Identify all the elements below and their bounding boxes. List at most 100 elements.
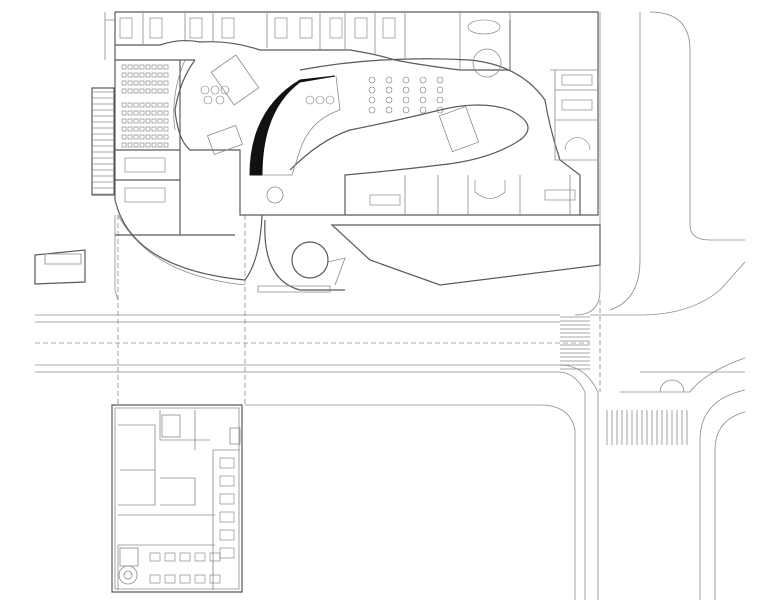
column <box>315 95 325 105</box>
desk <box>149 574 161 584</box>
desk <box>163 88 169 94</box>
desk <box>133 80 139 86</box>
desk <box>163 72 169 78</box>
office-table <box>299 17 313 39</box>
desk <box>219 457 235 469</box>
office-table <box>382 17 396 39</box>
cafe-table <box>436 106 444 114</box>
desk <box>121 102 127 108</box>
desk <box>151 102 157 108</box>
meeting-table <box>124 157 166 173</box>
desk <box>127 126 133 132</box>
desk <box>127 102 133 108</box>
desk <box>127 110 133 116</box>
desk <box>139 64 145 70</box>
desk <box>157 110 163 116</box>
meeting-table <box>561 74 593 86</box>
desk <box>145 102 151 108</box>
desk <box>133 110 139 116</box>
cafe-table <box>368 96 376 104</box>
desk <box>151 64 157 70</box>
desk <box>121 80 127 86</box>
round-table <box>564 137 591 151</box>
desk <box>139 102 145 108</box>
cafe-table <box>385 86 393 94</box>
crosswalk-south <box>606 410 688 445</box>
desk <box>139 134 145 140</box>
desk <box>139 126 145 132</box>
desk <box>179 552 191 562</box>
desk <box>133 64 139 70</box>
desk <box>127 118 133 124</box>
main-building <box>104 11 601 301</box>
cafe-table <box>368 86 376 94</box>
desk <box>133 142 139 148</box>
desk <box>151 118 157 124</box>
annex-furniture <box>149 457 235 584</box>
column <box>215 95 225 105</box>
crosswalk-north <box>560 316 590 370</box>
desk <box>133 134 139 140</box>
desk <box>209 552 221 562</box>
desk <box>194 552 206 562</box>
desk <box>151 72 157 78</box>
meeting-table <box>369 194 401 206</box>
desk <box>179 574 191 584</box>
cafe-table <box>402 76 410 84</box>
desk <box>164 552 176 562</box>
projection-lines <box>117 215 246 405</box>
exterior-stair <box>91 87 115 196</box>
desk <box>121 134 127 140</box>
desk <box>157 118 163 124</box>
desk <box>127 134 133 140</box>
desk <box>133 118 139 124</box>
desk <box>121 118 127 124</box>
desk <box>151 126 157 132</box>
column <box>325 95 335 105</box>
desk <box>127 88 133 94</box>
desk <box>209 574 221 584</box>
desk <box>151 134 157 140</box>
meeting-table <box>561 99 593 111</box>
outbuilding <box>34 249 86 285</box>
desk <box>163 142 169 148</box>
desk <box>139 142 145 148</box>
desk <box>145 134 151 140</box>
meeting-table <box>124 187 166 203</box>
column <box>210 85 220 95</box>
column <box>220 85 230 95</box>
desk <box>151 110 157 116</box>
desk <box>127 80 133 86</box>
cafe-table <box>385 96 393 104</box>
desk <box>121 88 127 94</box>
desk <box>151 142 157 148</box>
road-network <box>35 11 746 600</box>
cafe-table <box>368 106 376 114</box>
office-table <box>221 17 235 39</box>
desk <box>145 64 151 70</box>
desk <box>164 574 176 584</box>
desk <box>127 72 133 78</box>
office-table <box>189 17 203 39</box>
desk <box>163 64 169 70</box>
desk <box>219 547 235 559</box>
desk <box>157 102 163 108</box>
meeting-table <box>544 189 576 201</box>
desk <box>219 493 235 505</box>
desk <box>133 72 139 78</box>
desk <box>194 574 206 584</box>
desk <box>157 72 163 78</box>
desk <box>133 126 139 132</box>
desk <box>151 80 157 86</box>
desk <box>163 118 169 124</box>
office-table <box>329 17 343 39</box>
desk <box>157 80 163 86</box>
cafe-table <box>385 76 393 84</box>
desk <box>127 64 133 70</box>
desk <box>157 134 163 140</box>
grand-stair <box>249 75 336 176</box>
cafe-table <box>436 86 444 94</box>
desk <box>219 511 235 523</box>
desk <box>139 80 145 86</box>
desk <box>157 88 163 94</box>
